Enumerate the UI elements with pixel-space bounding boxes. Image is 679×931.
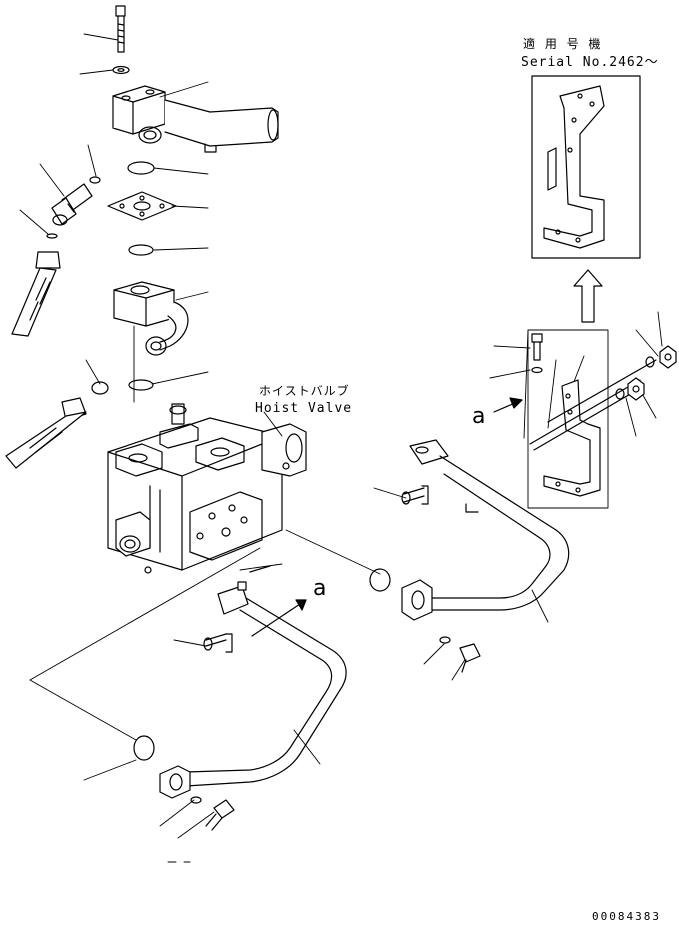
hoist-valve-label-jp: ホイストバルブ <box>259 384 350 398</box>
inset-bracket <box>543 85 605 249</box>
washer-right <box>439 636 451 644</box>
serial-number-label: Serial No.2462〜 <box>521 55 659 70</box>
nut-lower-right <box>627 377 645 401</box>
upper-rod-right <box>547 359 657 423</box>
long-rod-right <box>529 379 645 451</box>
elbow-block-middle <box>113 281 189 356</box>
washer-lower-left <box>190 796 202 804</box>
bolt-lower-left <box>205 799 235 831</box>
o-ring-gasket-3 <box>128 379 154 391</box>
o-ring-lower-left <box>133 735 155 761</box>
applicable-machines-label: 適 用 号 機 <box>523 37 604 51</box>
arrow-a-upper <box>493 397 523 413</box>
bracket-washer <box>531 366 543 374</box>
hose-upper-left <box>11 251 61 337</box>
flange-plate <box>107 191 177 221</box>
bracket <box>543 379 601 497</box>
connector-fitting-upper <box>51 183 93 226</box>
washer-lower-right <box>615 388 625 400</box>
up-arrow <box>573 269 603 323</box>
view-a-box <box>523 329 609 509</box>
top-bolt <box>115 5 126 53</box>
hose-lower-left <box>5 397 87 469</box>
bolt-right <box>459 643 481 673</box>
view-a-callout-lower: a <box>313 576 327 601</box>
view-a-callout-upper: a <box>472 404 486 429</box>
hoist-valve-label-en: Hoist Valve <box>255 401 353 416</box>
pipe-right <box>401 439 570 621</box>
small-o-ring-left <box>46 233 58 239</box>
nut-upper-right <box>659 345 677 369</box>
hoist-valve-body <box>107 403 307 574</box>
small-pin <box>249 565 271 573</box>
top-washer <box>112 65 130 75</box>
leader-lines <box>19 33 663 839</box>
clamp-right <box>401 485 429 505</box>
drawing-number: 00084383 <box>592 910 661 923</box>
bracket-bolt <box>531 333 543 361</box>
o-ring-upper-left <box>89 176 101 184</box>
arrow-a-lower <box>251 599 307 637</box>
clamp-lower <box>203 633 233 653</box>
o-ring-mid-left <box>91 381 109 395</box>
o-ring-gasket-1 <box>127 161 155 175</box>
pipe-lower-left <box>159 581 347 799</box>
elbow-pipe-upper <box>112 85 279 153</box>
washer-upper-right <box>645 356 655 368</box>
o-ring-right <box>369 568 391 592</box>
o-ring-gasket-2 <box>128 244 154 256</box>
